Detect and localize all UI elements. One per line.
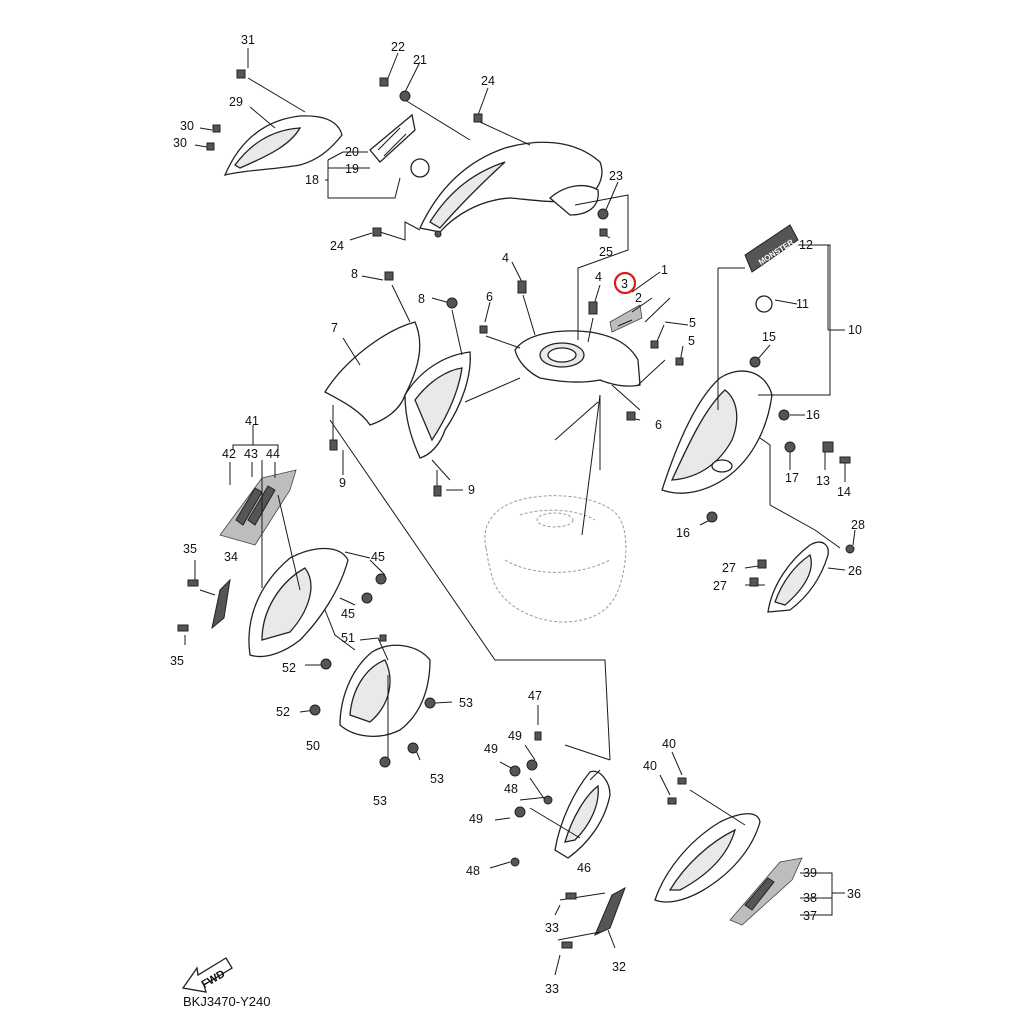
part-labels: 31 22 21 24 29 30 30 20 19 18 23 24 25 4… [170, 33, 865, 996]
side-cover-part-10[interactable] [661, 370, 773, 494]
label-20[interactable]: 20 [345, 145, 359, 159]
bracket-part-46[interactable] [554, 770, 611, 859]
small-cover-part-26[interactable] [767, 541, 829, 613]
label-48-a[interactable]: 48 [504, 782, 518, 796]
label-17[interactable]: 17 [785, 471, 799, 485]
label-32[interactable]: 32 [612, 960, 626, 974]
label-49-c[interactable]: 49 [469, 812, 483, 826]
label-53-c[interactable]: 53 [373, 794, 387, 808]
label-51[interactable]: 51 [341, 631, 355, 645]
emblem-part-2 [609, 304, 643, 333]
label-39[interactable]: 39 [803, 866, 817, 880]
label-31[interactable]: 31 [241, 33, 255, 47]
label-2[interactable]: 2 [635, 291, 642, 305]
label-52-b[interactable]: 52 [276, 705, 290, 719]
label-40-a[interactable]: 40 [662, 737, 676, 751]
label-12[interactable]: 12 [799, 238, 813, 252]
label-7[interactable]: 7 [331, 321, 338, 335]
label-34[interactable]: 34 [224, 550, 238, 564]
label-27-a[interactable]: 27 [722, 561, 736, 575]
label-26[interactable]: 26 [848, 564, 862, 578]
mud-guard-part-34 [211, 578, 231, 630]
label-9-b[interactable]: 9 [468, 483, 475, 497]
label-52-a[interactable]: 52 [282, 661, 296, 675]
label-6-a[interactable]: 6 [486, 290, 493, 304]
label-49-a[interactable]: 49 [508, 729, 522, 743]
side-scoop-assembly-part-41[interactable] [248, 547, 349, 658]
label-8-b[interactable]: 8 [418, 292, 425, 306]
label-27-b[interactable]: 27 [713, 579, 727, 593]
label-21[interactable]: 21 [413, 53, 427, 67]
fuel-tank-outline [484, 495, 627, 623]
label-24-top[interactable]: 24 [481, 74, 495, 88]
label-33-b[interactable]: 33 [545, 982, 559, 996]
mud-guard-part-32 [594, 886, 626, 937]
label-29[interactable]: 29 [229, 95, 243, 109]
label-46[interactable]: 46 [577, 861, 591, 875]
label-11[interactable]: 11 [796, 297, 809, 311]
grommet-part-19 [410, 158, 430, 178]
label-4-b[interactable]: 4 [595, 270, 602, 284]
label-37[interactable]: 37 [803, 909, 817, 923]
label-4-a[interactable]: 4 [502, 251, 509, 265]
label-36[interactable]: 36 [847, 887, 861, 901]
label-38[interactable]: 38 [803, 891, 817, 905]
label-40-b[interactable]: 40 [643, 759, 657, 773]
fasteners [177, 69, 855, 949]
label-47[interactable]: 47 [528, 689, 542, 703]
label-19[interactable]: 19 [345, 162, 359, 176]
label-49-b[interactable]: 49 [484, 742, 498, 756]
label-35-a[interactable]: 35 [183, 542, 197, 556]
label-41[interactable]: 41 [245, 414, 259, 428]
label-3[interactable]: 3 [621, 277, 628, 291]
label-53-a[interactable]: 53 [459, 696, 473, 710]
label-48-b[interactable]: 48 [466, 864, 480, 878]
decal-set-part-37-39 [729, 857, 803, 926]
label-10[interactable]: 10 [848, 323, 862, 337]
top-upper-cover-part-18[interactable] [419, 141, 603, 238]
label-18[interactable]: 18 [305, 173, 319, 187]
label-15[interactable]: 15 [762, 330, 776, 344]
decal-set-part-42-44 [219, 469, 297, 546]
label-45-b[interactable]: 45 [341, 607, 355, 621]
label-30-b[interactable]: 30 [173, 136, 187, 150]
label-14[interactable]: 14 [837, 485, 851, 499]
label-30-a[interactable]: 30 [180, 119, 194, 133]
label-23[interactable]: 23 [609, 169, 623, 183]
side-scoop-assembly-part-36[interactable] [654, 813, 761, 903]
label-43[interactable]: 43 [244, 447, 258, 461]
label-9-a[interactable]: 9 [339, 476, 346, 490]
lower-cover-part-50[interactable] [339, 644, 431, 737]
label-44[interactable]: 44 [266, 447, 280, 461]
decal-part-12: MONSTER [744, 224, 799, 273]
label-53-b[interactable]: 53 [430, 772, 444, 786]
label-16-a[interactable]: 16 [806, 408, 820, 422]
label-5-b[interactable]: 5 [688, 334, 695, 348]
fwd-arrow: FWD [181, 957, 233, 993]
decal-part-20 [369, 113, 416, 163]
label-5-a[interactable]: 5 [689, 316, 696, 330]
label-50[interactable]: 50 [306, 739, 320, 753]
highlight-circle-part-3 [613, 271, 637, 295]
label-6-b[interactable]: 6 [655, 418, 662, 432]
label-13[interactable]: 13 [816, 474, 830, 488]
label-16-b[interactable]: 16 [676, 526, 690, 540]
label-24-bottom[interactable]: 24 [330, 239, 344, 253]
label-1[interactable]: 1 [661, 263, 668, 277]
label-42[interactable]: 42 [222, 447, 236, 461]
label-35-b[interactable]: 35 [170, 654, 184, 668]
label-45-a[interactable]: 45 [371, 550, 385, 564]
inner-panel-part-1[interactable] [514, 330, 641, 387]
label-8-a[interactable]: 8 [351, 267, 358, 281]
label-22[interactable]: 22 [391, 40, 405, 54]
label-28[interactable]: 28 [851, 518, 865, 532]
label-33-a[interactable]: 33 [545, 921, 559, 935]
side-cover-part-7[interactable] [324, 321, 471, 459]
diagram-code: BKJ3470-Y240 [183, 994, 270, 1009]
bracket-cover-part-29[interactable] [223, 115, 343, 176]
grommet-part-11 [755, 295, 773, 313]
label-25[interactable]: 25 [599, 245, 613, 259]
